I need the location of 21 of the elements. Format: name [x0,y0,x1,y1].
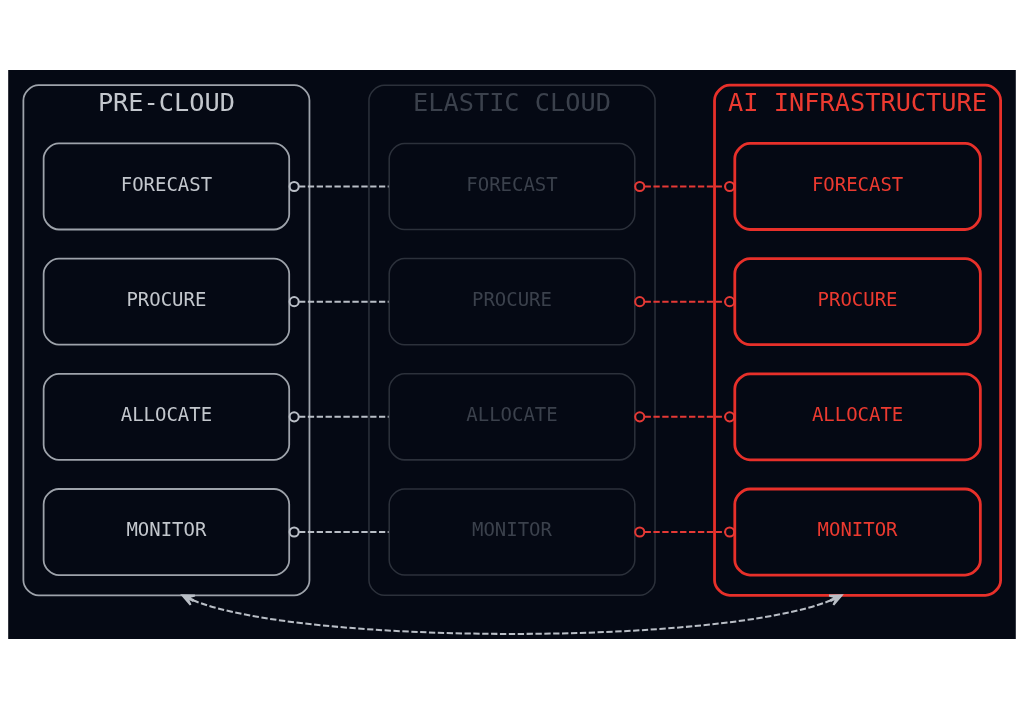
node-box: PROCURE [388,257,636,345]
connector [288,180,389,192]
connector [288,525,389,538]
node-box: MONITOR [388,487,636,576]
node-box: ALLOCATE [388,372,636,461]
node-box: ALLOCATE [733,371,982,461]
connector [634,180,736,192]
node-box: FORECAST [733,141,982,231]
connector [288,295,389,307]
connector [634,525,736,538]
connector [288,410,389,422]
node-box: ALLOCATE [42,372,291,461]
node-box: PROCURE [733,256,982,346]
connector [634,295,736,307]
node-box: FORECAST [388,142,636,230]
arrow [181,593,843,635]
node-box: PROCURE [42,257,291,346]
connector [634,410,736,422]
node-box: MONITOR [733,487,982,576]
node-box: FORECAST [42,142,291,230]
node-box: MONITOR [42,487,291,576]
